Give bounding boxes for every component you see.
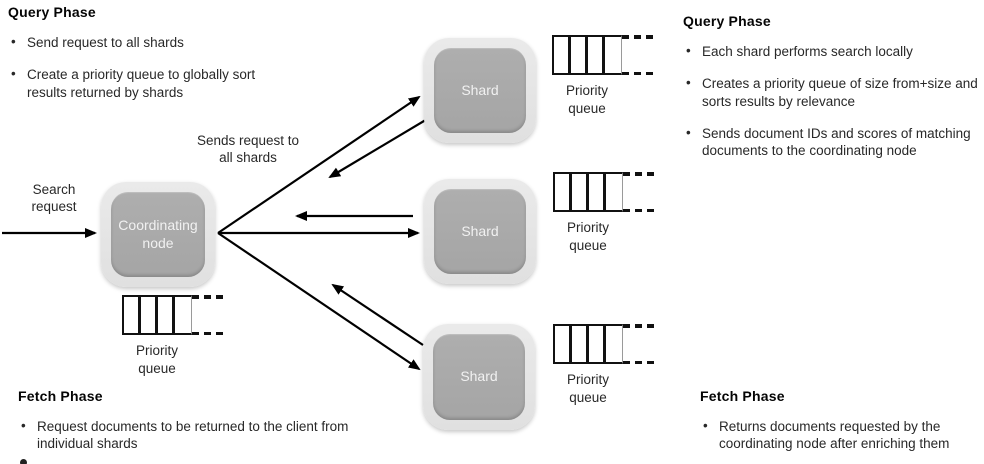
- queue-dash-bottom: [622, 71, 658, 75]
- shard-node-bottom: Shard: [423, 324, 535, 430]
- bullet-item: Create a priority queue to globally sort…: [8, 65, 293, 101]
- panel-heading: Fetch Phase: [18, 388, 103, 404]
- bullet-item: Creates a priority queue of size from+si…: [683, 74, 984, 110]
- priority-queue-icon: [553, 172, 623, 212]
- priority-queue-middle-shard: Priority queue: [553, 172, 659, 253]
- arrow-from-top-shard: [328, 117, 430, 179]
- queue-dash-bottom: [192, 331, 228, 335]
- bullet-item: Each shard performs search locally: [683, 42, 984, 60]
- query-phase-left-panel: Query Phase Send request to all shards C…: [8, 4, 293, 116]
- bullet-list: Send request to all shards Create a prio…: [8, 33, 293, 101]
- queue-dash-bottom: [623, 360, 659, 364]
- coordinating-node: Coordinating node: [101, 182, 215, 287]
- bullet-list: Request documents to be returned to the …: [18, 417, 358, 453]
- priority-queue-icon: [552, 35, 622, 75]
- sends-request-label: Sends request to all shards: [196, 133, 300, 166]
- arrow-to-bottom-shard: [217, 232, 421, 371]
- priority-queue-icon: [553, 324, 623, 364]
- queue-dash-bottom: [623, 208, 659, 212]
- bullet-list: Each shard performs search locally Creat…: [683, 42, 984, 160]
- bullet-list: Returns documents requested by the coord…: [700, 417, 972, 453]
- bullet-item: Send request to all shards: [8, 33, 293, 51]
- query-phase-right-panel: Query Phase Each shard performs search l…: [683, 13, 984, 174]
- fetch-phase-left-panel: Fetch Phase Request documents to be retu…: [18, 388, 358, 464]
- panel-heading: Query Phase: [8, 4, 96, 20]
- panel-heading: Fetch Phase: [700, 388, 785, 404]
- arrow-to-top-shard: [217, 95, 421, 234]
- search-request-label: Search request: [31, 182, 77, 215]
- fetch-phase-right-panel: Fetch Phase Returns documents requested …: [700, 388, 972, 464]
- bullet-item: Returns documents requested by the coord…: [700, 417, 972, 453]
- queue-dash-top: [623, 324, 659, 328]
- priority-queue-icon: [122, 295, 192, 335]
- arrow-from-bottom-shard: [331, 283, 424, 346]
- priority-queue-coordinating: Priority queue: [122, 295, 228, 376]
- bullet-item: Request documents to be returned to the …: [18, 417, 358, 453]
- shard-label: Shard: [433, 334, 525, 420]
- shard-node-middle: Shard: [424, 179, 536, 284]
- priority-queue-label: Priority queue: [566, 220, 609, 253]
- queue-dash-top: [192, 295, 228, 299]
- bullet-item: Sends document IDs and scores of matchin…: [683, 124, 984, 160]
- priority-queue-bottom-shard: Priority queue: [553, 324, 659, 405]
- shard-label: Shard: [434, 189, 526, 274]
- coordinating-node-label: Coordinating node: [111, 192, 205, 277]
- shard-label: Shard: [434, 48, 526, 133]
- priority-queue-label: Priority queue: [566, 372, 609, 405]
- panel-heading: Query Phase: [683, 13, 771, 29]
- queue-dash-top: [622, 35, 658, 39]
- priority-queue-top-shard: Priority queue: [552, 35, 658, 116]
- shard-node-top: Shard: [424, 38, 536, 143]
- priority-queue-label: Priority queue: [135, 343, 178, 376]
- priority-queue-label: Priority queue: [565, 83, 608, 116]
- clipped-bullet: [20, 459, 27, 464]
- queue-dash-top: [623, 172, 659, 176]
